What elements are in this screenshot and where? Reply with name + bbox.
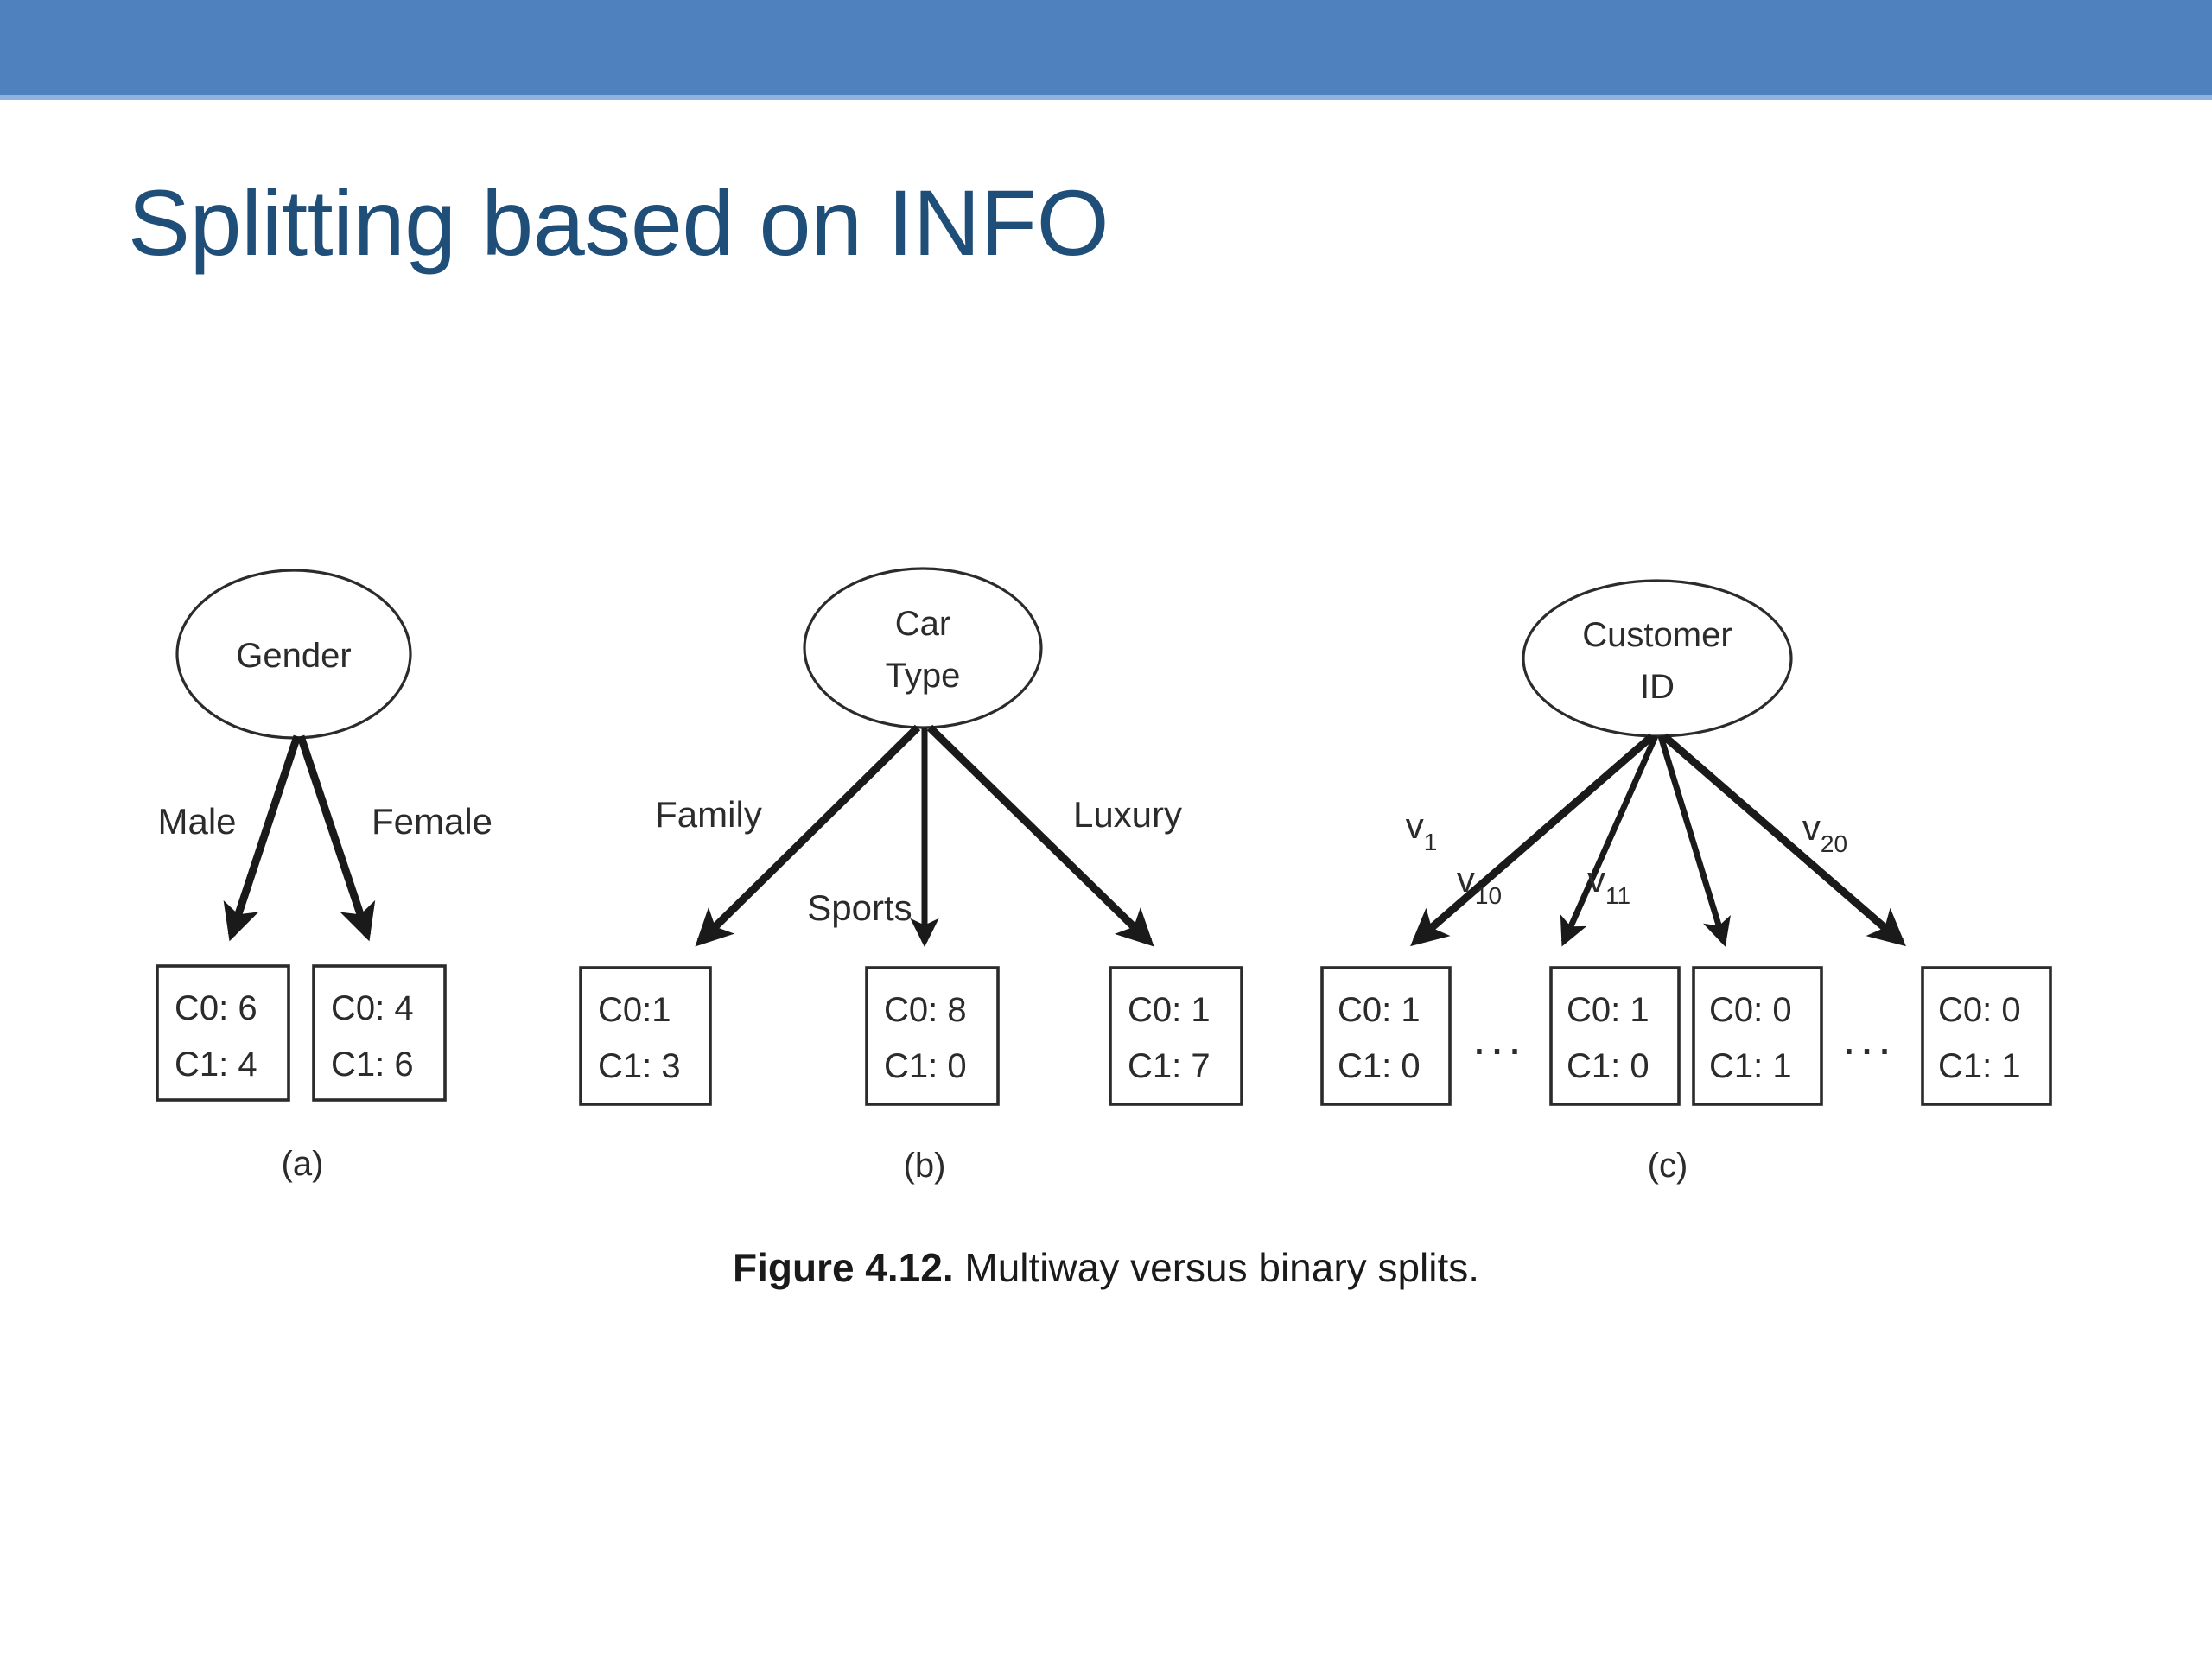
tree-a-leaf-1-line1: C0: 6 [175,989,257,1027]
tree-c-leaf-2-line1: C0: 1 [1567,991,1649,1029]
tree-c-leaf-3-line2: C1: 1 [1709,1047,1792,1085]
tree-c-edge-label-v10-sub: 10 [1475,882,1502,909]
tree-a-leaf-box-2 [312,964,447,1102]
tree-b-group: Car Type Family Sports Luxury C0:1 C1: 3… [579,567,1243,1185]
tree-c-edge-v1 [1410,733,1655,947]
tree-b-root-label-line1: Car [895,605,950,643]
tree-c-edge-label-v1: v1 [1406,805,1438,855]
tree-c-leaf-box-4 [1921,966,2052,1106]
tree-c-group: Customer ID v1 v10 v11 v20 C0: 1 C1: 0 .… [1320,579,2052,1185]
tree-a-leaf-2-line2: C1: 6 [331,1046,414,1084]
tree-b-edge-family [695,724,921,947]
tree-c-root-label-line2: ID [1640,668,1675,706]
tree-b-root-label-line2: Type [886,657,961,695]
tree-c-leaf-4-line2: C1: 1 [1938,1047,2021,1085]
tree-c-edge-label-v20-base: v [1802,807,1821,848]
tree-a-leaf-2-line1: C0: 4 [331,989,414,1027]
tree-c-edge-label-v20: v20 [1802,807,1847,857]
tree-c-leaf-1-line2: C1: 0 [1338,1047,1421,1085]
figure-caption-number: Figure 4.12. [732,1245,954,1290]
tree-b-leaf-box-1 [579,966,712,1106]
slide-top-banner [0,0,2212,95]
tree-b-edge-luxury [926,724,1154,947]
tree-c-leaf-box-3 [1692,966,1823,1106]
page-title: Splitting based on INFO [128,170,1109,275]
tree-c-leaf-2-line2: C1: 0 [1567,1047,1649,1085]
tree-a-root-label: Gender [236,637,351,675]
tree-a-leaf-box-1 [156,964,290,1102]
tree-b-edge-label-luxury: Luxury [1073,794,1182,835]
tree-c-leaf-box-2 [1549,966,1681,1106]
tree-c-root-ellipse [1522,579,1793,738]
tree-c-edge-v11 [1657,734,1731,947]
tree-b-leaf-box-2 [865,966,1000,1106]
tree-c-edge-label-v11: v11 [1587,859,1630,909]
tree-a-edge-male [223,734,302,942]
tree-c-ellipsis-2: ... [1842,1010,1896,1065]
figure-caption: Figure 4.12. Multiway versus binary spli… [0,1244,2212,1291]
tree-c-leaf-3-line1: C0: 0 [1709,991,1792,1029]
tree-c-edge-label-v20-sub: 20 [1821,830,1847,857]
tree-b-root-ellipse [803,567,1043,729]
tree-c-ellipsis-1: ... [1472,1010,1526,1065]
tree-b-sub-caption: (b) [904,1147,946,1185]
tree-c-leaf-1-line1: C0: 1 [1338,991,1421,1029]
tree-a-group: Gender Male Female C0: 6 C1: 4 C0: 4 C1:… [156,569,493,1183]
tree-b-leaf-2-line2: C1: 0 [884,1047,967,1085]
tree-b-leaf-3-line1: C0: 1 [1128,991,1211,1029]
tree-b-leaf-box-3 [1109,966,1243,1106]
tree-c-edge-label-v1-base: v [1406,805,1424,846]
tree-b-leaf-1-line2: C1: 3 [598,1047,681,1085]
figure-diagram: Gender Male Female C0: 6 C1: 4 C0: 4 C1:… [0,536,2212,1382]
tree-b-edge-label-sports: Sports [807,887,912,928]
tree-c-leaf-box-1 [1320,966,1452,1106]
tree-c-edge-label-v10: v10 [1457,859,1502,909]
tree-a-sub-caption: (a) [282,1145,324,1183]
tree-c-sub-caption: (c) [1648,1147,1688,1185]
figure-caption-text: Multiway versus binary splits. [964,1245,1480,1290]
tree-c-edge-label-v11-base: v [1587,859,1605,899]
tree-b-leaf-2-line1: C0: 8 [884,991,967,1029]
tree-a-leaf-1-line2: C1: 4 [175,1046,257,1084]
tree-b-edge-label-family: Family [655,794,762,835]
tree-a-edge-label-male: Male [157,801,236,842]
decision-tree-splits-svg: Gender Male Female C0: 6 C1: 4 C0: 4 C1:… [156,567,2052,1185]
tree-b-leaf-3-line2: C1: 7 [1128,1047,1211,1085]
tree-c-edge-label-v11-sub: 11 [1605,882,1630,909]
tree-a-edge-female [296,734,376,942]
slide-top-banner-accent-line [0,95,2212,100]
tree-c-edge-v10 [1560,734,1659,947]
tree-c-root-label-line1: Customer [1582,616,1732,654]
tree-c-edge-v20 [1662,733,1906,947]
tree-b-leaf-1-line1: C0:1 [598,991,671,1029]
tree-c-edge-label-v10-base: v [1457,859,1475,899]
tree-c-edge-label-v1-sub: 1 [1424,829,1438,855]
tree-c-leaf-4-line1: C0: 0 [1938,991,2021,1029]
tree-a-edge-label-female: Female [372,801,493,842]
